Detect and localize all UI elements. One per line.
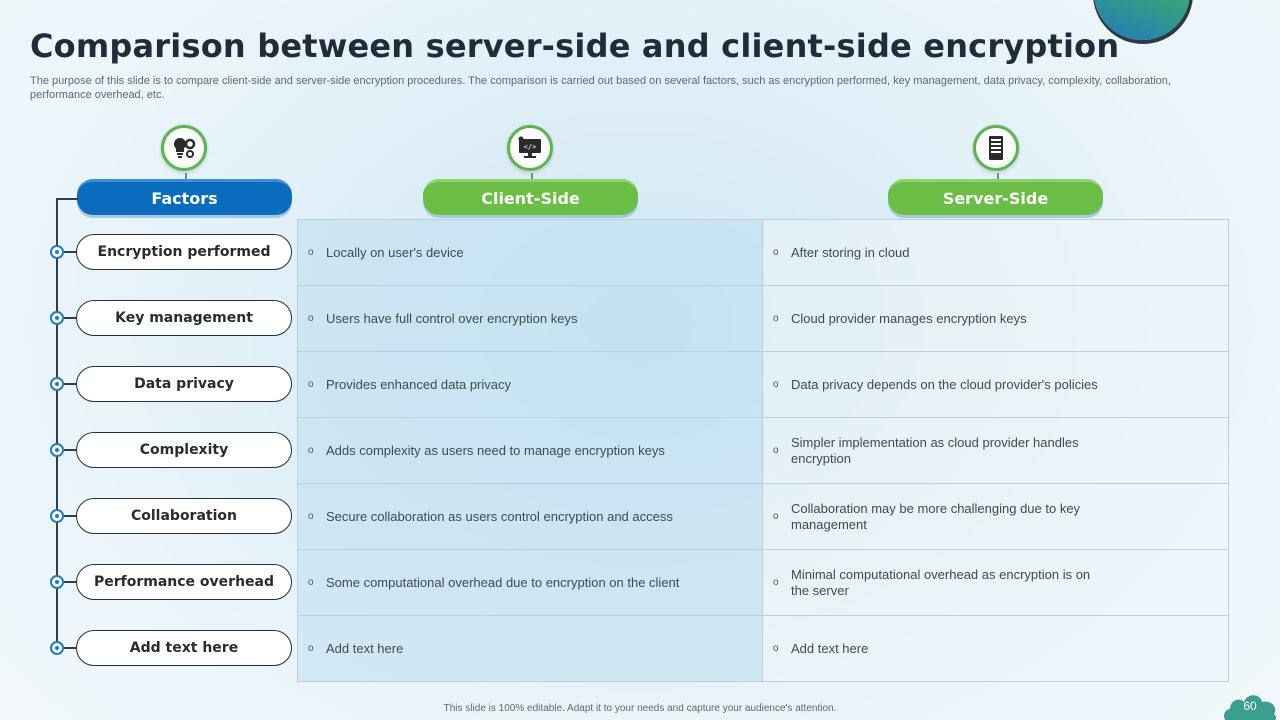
- factor-label: Key management: [76, 300, 292, 336]
- server-side-text: Collaboration may be more challenging du…: [791, 500, 1081, 532]
- cloud-icon: [1224, 695, 1277, 720]
- server-side-text: Cloud provider manages encryption keys: [791, 310, 1027, 326]
- timeline-spine: [56, 198, 58, 650]
- timeline-dot: [50, 245, 64, 259]
- timeline-dot: [50, 377, 64, 391]
- bullet-marker: o: [773, 444, 779, 456]
- timeline-spine-cap: [56, 198, 78, 200]
- bullet-marker: o: [308, 246, 314, 258]
- factor-label: Complexity: [76, 432, 292, 468]
- bullet-marker: o: [773, 312, 779, 324]
- bullet-marker: o: [308, 312, 314, 324]
- bullet-marker: o: [773, 246, 779, 258]
- server-side-text: After storing in cloud: [791, 244, 910, 260]
- client-side-cell: o Adds complexity as users need to manage…: [298, 418, 763, 484]
- bullet-marker: o: [773, 378, 779, 390]
- factor-label: Add text here: [76, 630, 292, 666]
- client-side-cell: o Provides enhanced data privacy: [298, 352, 763, 418]
- client-side-text: Locally on user's device: [326, 244, 464, 260]
- server-side-cell: o Data privacy depends on the cloud provi…: [763, 352, 1229, 418]
- gears-lightbulb-icon: [161, 125, 207, 181]
- client-side-text: Some computational overhead due to encry…: [326, 574, 680, 590]
- server-side-text: Data privacy depends on the cloud provid…: [791, 376, 1098, 392]
- factor-label: Performance overhead: [76, 564, 292, 600]
- timeline-connector: [64, 647, 76, 649]
- server-side-cell: o Cloud provider manages encryption keys: [763, 286, 1229, 352]
- factor-label: Encryption performed: [76, 234, 292, 270]
- client-side-text: Adds complexity as users need to manage …: [326, 442, 665, 458]
- bullet-marker: o: [773, 642, 779, 654]
- factor-label: Data privacy: [76, 366, 292, 402]
- server-side-text: Simpler implementation as cloud provider…: [791, 434, 1079, 466]
- client-side-text: Add text here: [326, 640, 404, 656]
- header-factors: Factors: [77, 179, 292, 215]
- code-monitor-icon: </>: [507, 125, 553, 181]
- server-side-cell: o Minimal computational overhead as encry…: [763, 550, 1229, 616]
- bullet-marker: o: [308, 378, 314, 390]
- server-side-cell: o Add text here: [763, 616, 1229, 682]
- timeline-connector: [64, 449, 76, 451]
- timeline-connector: [64, 383, 76, 385]
- timeline-dot: [50, 311, 64, 325]
- timeline-connector: [64, 581, 76, 583]
- bullet-marker: o: [308, 510, 314, 522]
- server-side-cell: o After storing in cloud: [763, 220, 1229, 286]
- bullet-marker: o: [308, 642, 314, 654]
- client-side-cell: o Some computational overhead due to encr…: [298, 550, 763, 616]
- client-side-cell: o Add text here: [298, 616, 763, 682]
- timeline-dot: [50, 443, 64, 457]
- server-side-cell: o Collaboration may be more challenging d…: [763, 484, 1229, 550]
- timeline-connector: [64, 317, 76, 319]
- timeline-dot: [50, 509, 64, 523]
- timeline-connector: [64, 251, 76, 253]
- timeline-dot: [50, 641, 64, 655]
- bullet-marker: o: [308, 576, 314, 588]
- client-side-text: Users have full control over encryption …: [326, 310, 578, 326]
- slide-title: Comparison between server-side and clien…: [30, 27, 1120, 65]
- client-side-cell: o Secure collaboration as users control e…: [298, 484, 763, 550]
- client-side-text: Provides enhanced data privacy: [326, 376, 512, 392]
- server-icon: [973, 125, 1019, 181]
- timeline-dot: [50, 575, 64, 589]
- bullet-marker: o: [773, 576, 779, 588]
- client-side-cell: o Users have full control over encryption…: [298, 286, 763, 352]
- bullet-marker: o: [773, 510, 779, 522]
- factor-label: Collaboration: [76, 498, 292, 534]
- timeline-connector: [64, 515, 76, 517]
- header-client-side: Client-Side: [423, 179, 638, 215]
- slide-subtitle: The purpose of this slide is to compare …: [30, 75, 1171, 101]
- client-side-cell: o Locally on user's device: [298, 220, 763, 286]
- bullet-marker: o: [308, 444, 314, 456]
- footer-note: This slide is 100% editable. Adapt it to…: [443, 703, 837, 714]
- client-side-text: Secure collaboration as users control en…: [326, 508, 673, 524]
- server-side-text: Add text here: [791, 640, 869, 656]
- svg-text:</>: </>: [524, 143, 537, 151]
- header-server-side: Server-Side: [888, 179, 1103, 215]
- server-side-text: Minimal computational overhead as encryp…: [791, 566, 1091, 598]
- server-side-cell: o Simpler implementation as cloud provide…: [763, 418, 1229, 484]
- page-number: 60: [1243, 699, 1257, 713]
